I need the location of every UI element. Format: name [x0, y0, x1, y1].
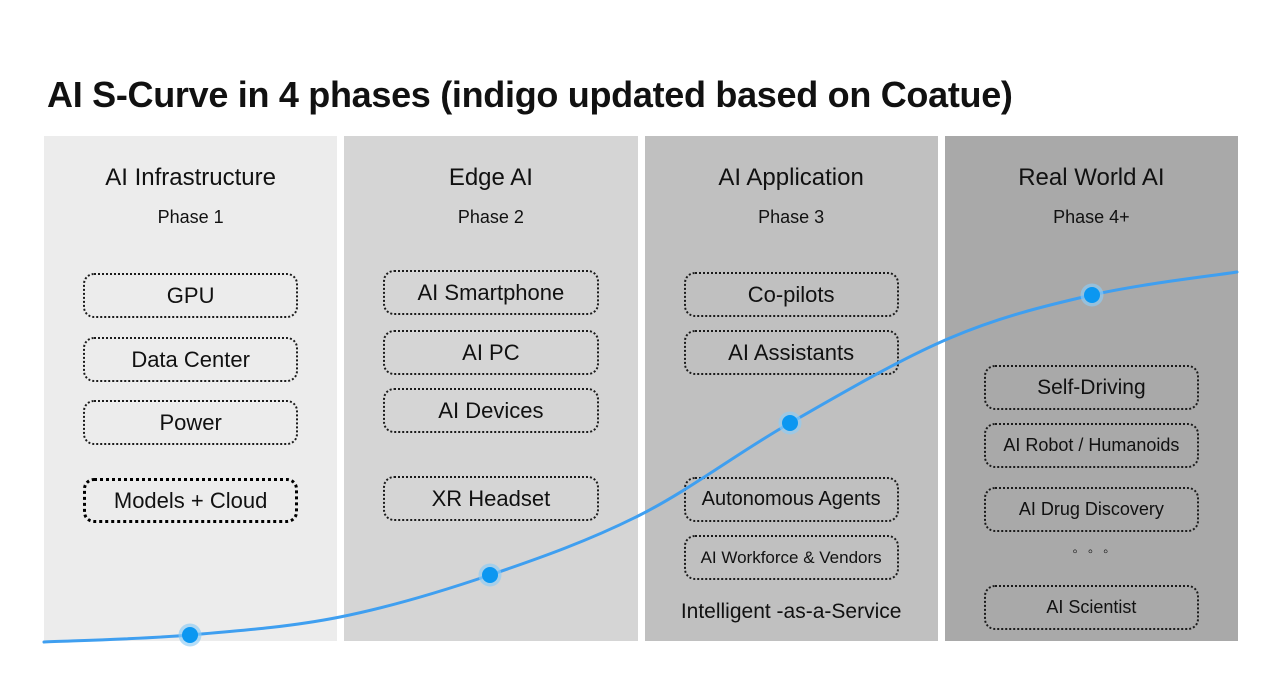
- item-pill: Models + Cloud: [83, 478, 299, 523]
- item-pill: AI PC: [383, 330, 599, 375]
- phase-title: AI Infrastructure: [105, 164, 276, 191]
- item-ellipsis: ◦◦◦: [1072, 543, 1119, 560]
- diagram-title: AI S-Curve in 4 phases (indigo updated b…: [47, 74, 1013, 116]
- phase-label: Phase 1: [157, 207, 224, 227]
- phase-columns: AI Infrastructure Phase 1 GPU Data Center…: [44, 136, 1238, 641]
- phase-title: AI Application: [718, 164, 864, 191]
- phase-column-4: Real World AI Phase 4+ Self-Driving AI Ro…: [944, 136, 1238, 641]
- phase-items: Self-Driving AI Robot / Humanoids AI Drug …: [945, 136, 1238, 641]
- item-pill: XR Headset: [383, 476, 599, 521]
- item-pill: GPU: [83, 273, 299, 318]
- item-pill: AI Devices: [383, 388, 599, 433]
- phase-title: Edge AI: [448, 164, 533, 191]
- item-pill: Autonomous Agents: [683, 477, 899, 522]
- phase-label: Phase 2: [457, 207, 524, 227]
- item-note: Intelligent -as-a-Service: [680, 600, 902, 623]
- phase-label: Phase 4+: [1053, 207, 1130, 227]
- item-pill: Co-pilots: [683, 272, 899, 317]
- item-pill: AI Drug Discovery: [983, 487, 1199, 532]
- item-pill: Power: [83, 400, 299, 445]
- item-pill: AI Assistants: [683, 330, 899, 375]
- item-pill: AI Workforce & Vendors: [683, 535, 899, 580]
- phase-column-1: AI Infrastructure Phase 1 GPU Data Center…: [44, 136, 338, 641]
- phase-column-2: Edge AI Phase 2 AI Smartphone AI PC AI Dev…: [344, 136, 638, 641]
- phase-column-3: AI Application Phase 3 Co-pilots AI Assis…: [644, 136, 938, 641]
- item-pill: Self-Driving: [983, 365, 1199, 410]
- phase-title: Real World AI: [1018, 164, 1165, 191]
- item-pill: AI Scientist: [983, 585, 1199, 630]
- item-pill: AI Robot / Humanoids: [983, 423, 1199, 468]
- phase-label: Phase 3: [758, 207, 825, 227]
- item-pill: Data Center: [83, 337, 299, 382]
- phase-items: AI Smartphone AI PC AI Devices XR Headset: [344, 136, 637, 641]
- item-pill: AI Smartphone: [383, 270, 599, 315]
